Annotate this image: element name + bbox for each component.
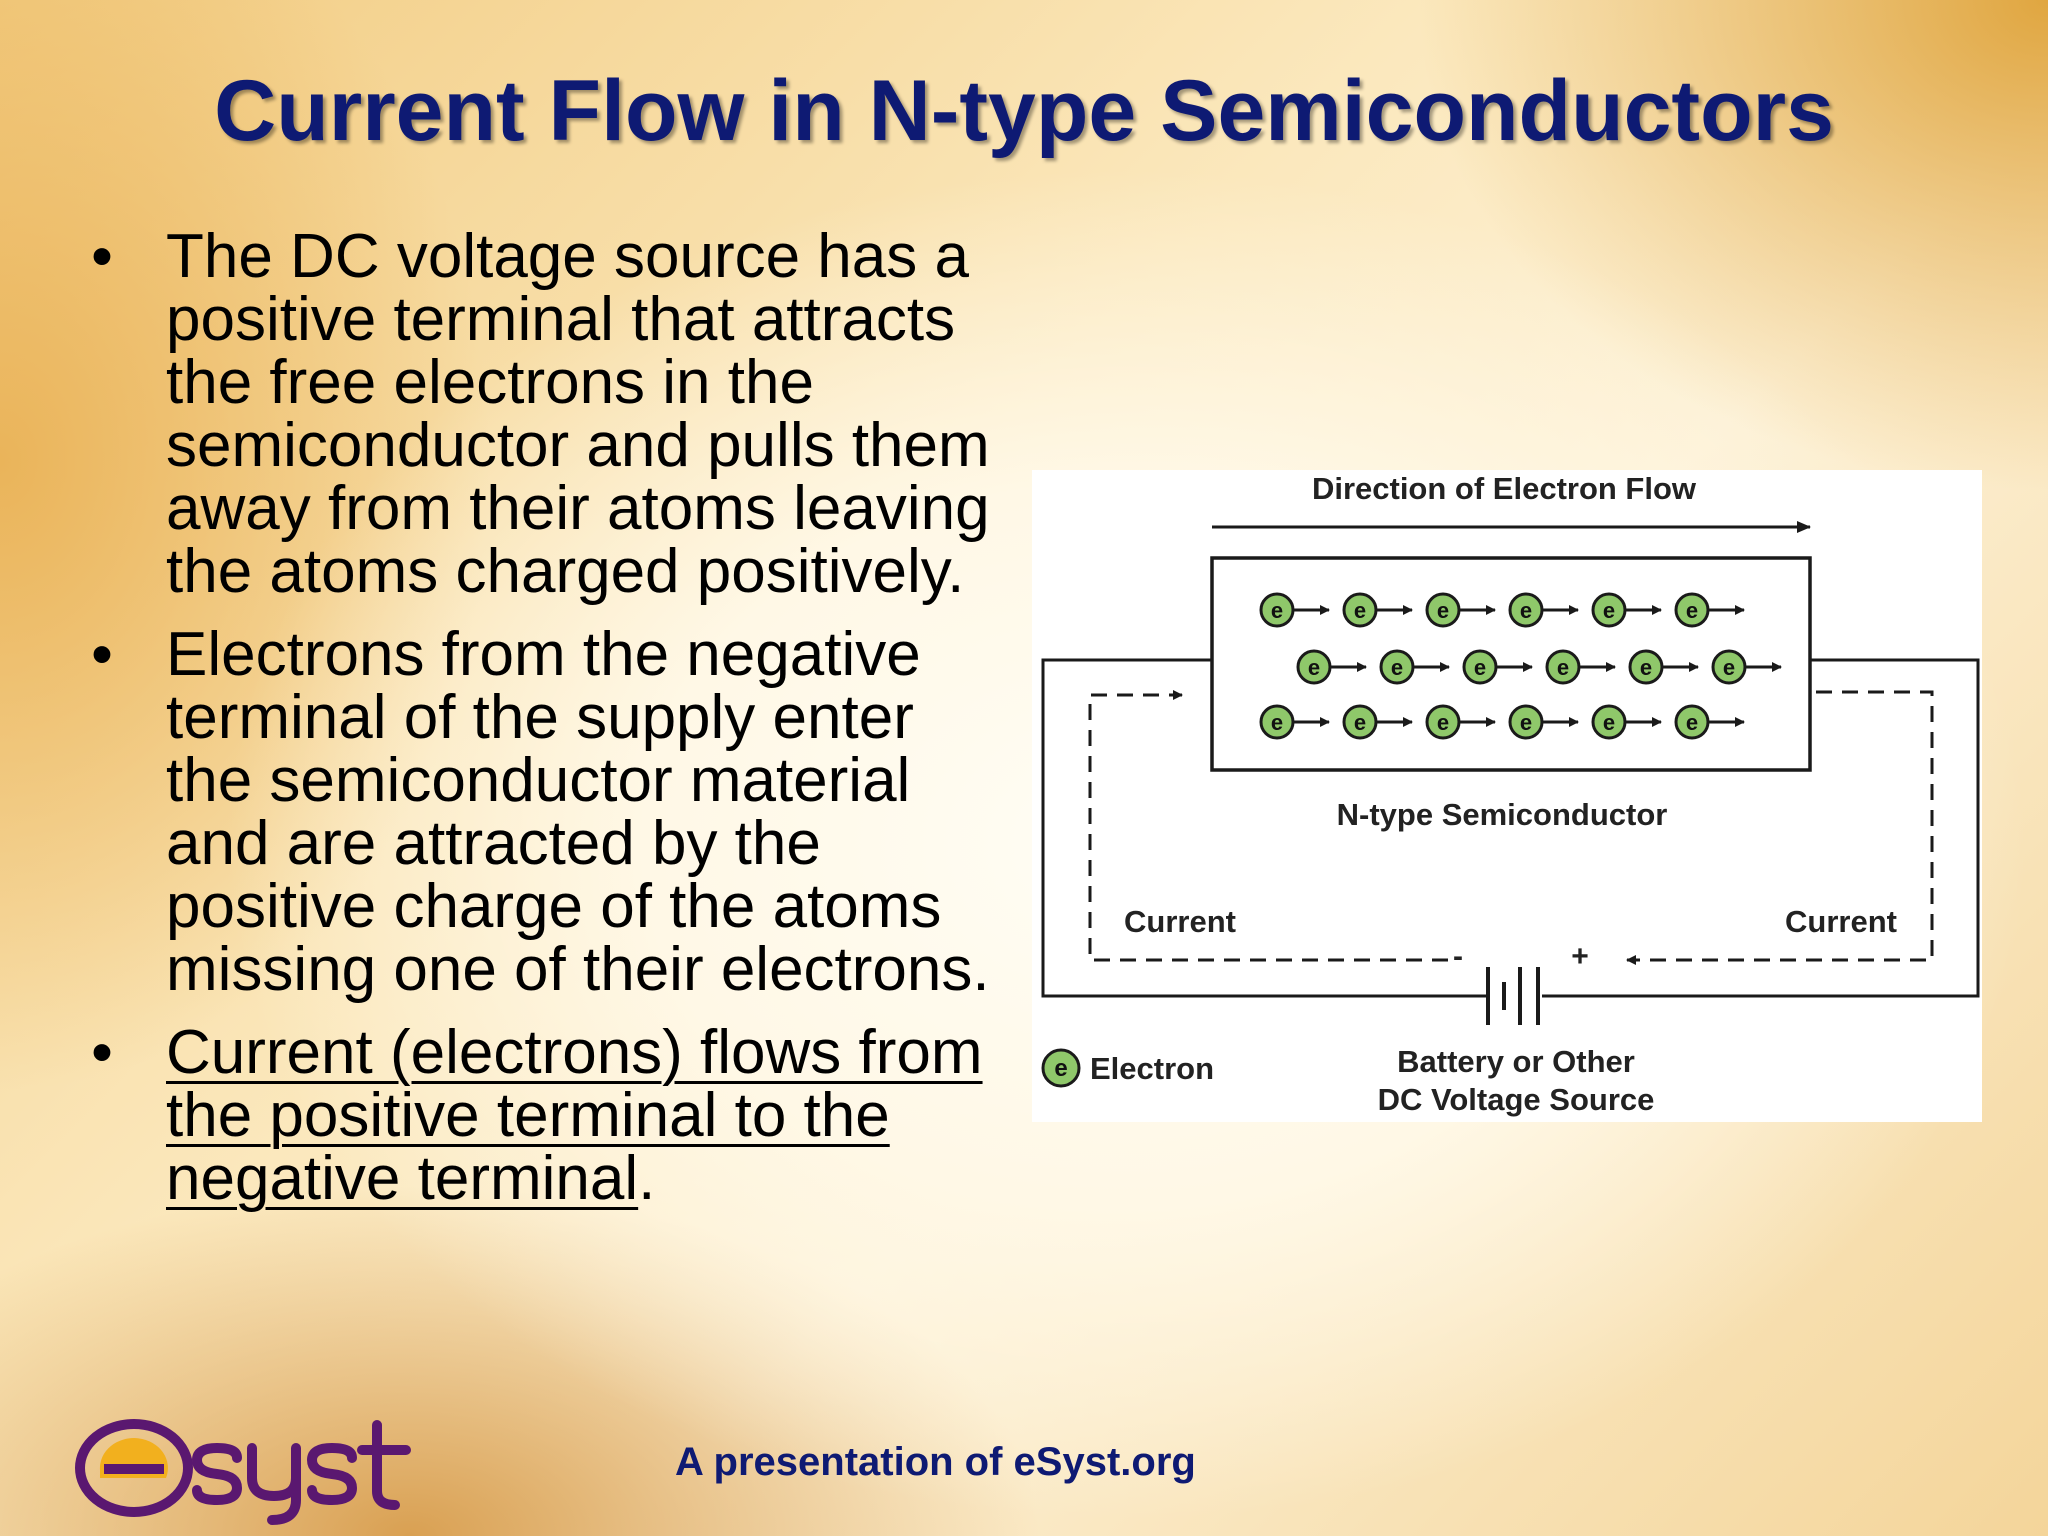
battery-minus-sign: - — [1453, 940, 1463, 973]
electron — [1591, 704, 1627, 740]
electron — [1259, 592, 1295, 628]
electron — [1425, 592, 1461, 628]
electron-symbol: e — [1520, 710, 1532, 735]
bullet-glyph: • — [91, 222, 113, 291]
circuit-wire-right — [1542, 658, 1980, 998]
electron-symbol: e — [1437, 710, 1449, 735]
footer-text: A presentation of eSyst.org — [675, 1440, 1196, 1484]
electron-symbol: e — [1474, 655, 1486, 680]
electron-symbol: e — [1308, 655, 1320, 680]
electron-legend-icon — [1041, 1048, 1081, 1088]
electron-legend-symbol: e — [1054, 1055, 1067, 1082]
electron-symbol: e — [1640, 655, 1652, 680]
electron-symbol: e — [1723, 655, 1735, 680]
electron-symbol: e — [1391, 655, 1403, 680]
battery-label-line1: Battery or Other — [1397, 1044, 1635, 1079]
electron — [1342, 592, 1378, 628]
electron-symbol: e — [1603, 710, 1615, 735]
esyst-logo — [75, 1419, 411, 1525]
electron-symbol: e — [1520, 598, 1532, 623]
electron-symbol: e — [1686, 598, 1698, 623]
slide-title: Current Flow in N-type Semiconductors — [214, 63, 1834, 159]
electron-legend-label: Electron — [1090, 1051, 1214, 1086]
bullet-item: • The DC voltage source has a positive t… — [82, 225, 1002, 603]
electron — [1508, 704, 1544, 740]
electron-symbol: e — [1354, 710, 1366, 735]
current-label-right: Current — [1785, 904, 1897, 939]
electron — [1259, 704, 1295, 740]
current-label-left: Current — [1124, 904, 1236, 939]
electron — [1628, 649, 1664, 685]
electron-array: e e e e e e e e e e e e e e e e e e — [1259, 592, 1782, 740]
electron-symbol: e — [1603, 598, 1615, 623]
bullet-item: • Electrons from the negative terminal o… — [82, 623, 1002, 1001]
electron — [1462, 649, 1498, 685]
bullet-list: • The DC voltage source has a positive t… — [82, 225, 1002, 1230]
electron — [1711, 649, 1747, 685]
electron — [1296, 649, 1332, 685]
electron — [1674, 704, 1710, 740]
electron — [1591, 592, 1627, 628]
electron — [1545, 649, 1581, 685]
bullet-suffix: . — [638, 1144, 656, 1213]
electron — [1674, 592, 1710, 628]
electron-symbol: e — [1354, 598, 1366, 623]
electron — [1342, 704, 1378, 740]
battery-symbol — [1486, 967, 1540, 1025]
bullet-glyph: • — [91, 1018, 113, 1087]
current-path-right — [1626, 690, 1934, 965]
electron-symbol: e — [1557, 655, 1569, 680]
semiconductor-label: N-type Semiconductor — [1337, 797, 1668, 832]
battery-plus-sign: + — [1571, 940, 1589, 973]
electron-symbol: e — [1437, 598, 1449, 623]
electron-symbol: e — [1271, 710, 1283, 735]
electron-symbol: e — [1271, 598, 1283, 623]
battery-label-line2: DC Voltage Source — [1378, 1082, 1655, 1117]
circuit-wire-left — [1041, 658, 1487, 998]
electron — [1425, 704, 1461, 740]
flow-direction-label: Direction of Electron Flow — [1312, 471, 1697, 506]
electron — [1379, 649, 1415, 685]
electron — [1508, 592, 1544, 628]
electron-legend: e Electron — [1041, 1048, 1214, 1088]
electron-symbol: e — [1686, 710, 1698, 735]
bullet-text: The DC voltage source has a positive ter… — [166, 222, 990, 606]
bullet-glyph: • — [91, 620, 113, 689]
bullet-text: Electrons from the negative terminal of … — [166, 620, 990, 1004]
bullet-item: • Current (electrons) flows from the pos… — [82, 1021, 1002, 1210]
bullet-text: Current (electrons) flows from the posit… — [166, 1018, 983, 1213]
